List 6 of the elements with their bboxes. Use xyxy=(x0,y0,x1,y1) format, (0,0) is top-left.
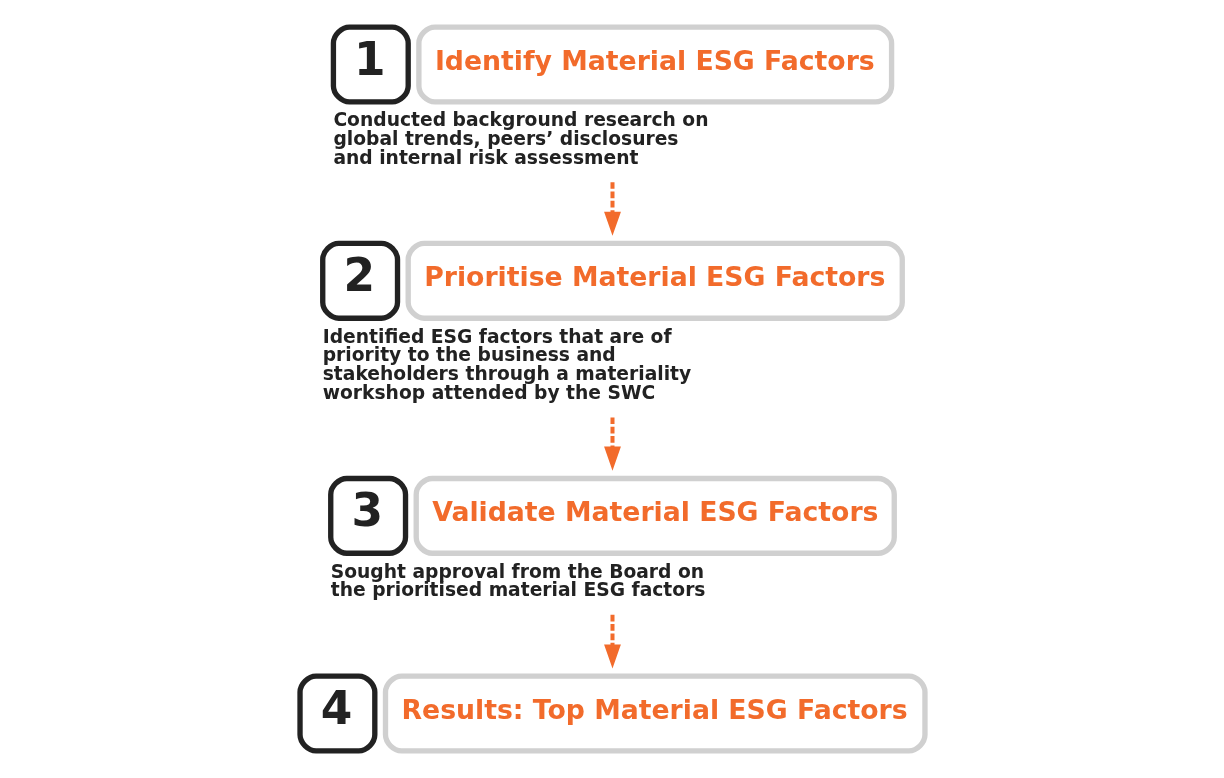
node-label: Sought approval from the Board on the prioritised material ESG factors xyxy=(330,560,705,601)
node-label: Identified ESG factors that are of priority to the business and stakeholders through a materiality workshop attended by the SWC xyxy=(322,325,691,403)
arrow xyxy=(603,614,621,669)
node-label: Conducted background research on global trends, peers’ disclosures and internal risk assessment xyxy=(332,109,708,168)
arrow xyxy=(603,417,621,471)
arrow xyxy=(603,182,621,236)
